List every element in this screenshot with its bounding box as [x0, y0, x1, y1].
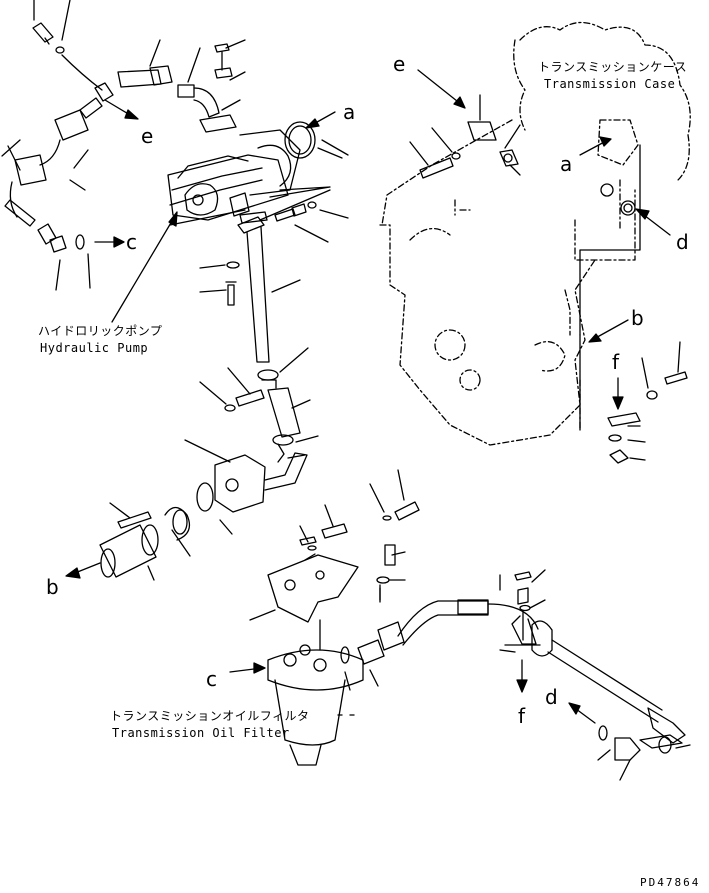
transmission-oil-filter — [267, 619, 364, 766]
callout-d-case: d — [676, 230, 689, 254]
callout-a-top: a — [343, 100, 355, 124]
case-label-en: Transmission Case — [544, 77, 675, 91]
callout-f-case: f — [612, 350, 620, 374]
filter-bracket — [249, 469, 420, 623]
manifold-block — [184, 439, 308, 535]
filter-label-en: Transmission Oil Filter — [112, 726, 290, 740]
pump-label-jp: ハイドロリックポンプ — [38, 324, 162, 338]
callout-f-filter: f — [518, 704, 526, 728]
strainer-assembly — [99, 502, 191, 581]
callout-a-case: a — [560, 152, 572, 176]
part-labels: トランスミッションケース Transmission Case ハイドロリックポン… — [38, 60, 700, 889]
transmission-case — [379, 21, 691, 446]
hydraulic-pump — [167, 121, 343, 226]
callout-b-right: b — [631, 306, 644, 330]
callout-e-top: e — [141, 124, 153, 148]
callout-c-top: c — [126, 230, 137, 254]
delivery-elbow — [117, 39, 246, 133]
callout-c-filter: c — [206, 667, 217, 691]
pump-label-en: Hydraulic Pump — [40, 341, 148, 355]
arrow-e-case — [417, 69, 463, 106]
filter-label-jp: トランスミッションオイルフィルタ — [110, 709, 310, 723]
callout-b-left: b — [46, 575, 59, 599]
suction-pipe — [199, 216, 319, 463]
suction-hose-assembly — [1, 0, 114, 291]
case-label-jp: トランスミッションケース — [538, 60, 687, 74]
callout-e-case: e — [393, 52, 405, 76]
drawing-code: PD47864 — [640, 876, 700, 889]
return-hose — [397, 569, 691, 781]
arrow-pump — [111, 215, 176, 323]
callout-letters: a e c e a d b f b c d f — [46, 52, 689, 728]
callout-d-hose: d — [545, 685, 558, 709]
